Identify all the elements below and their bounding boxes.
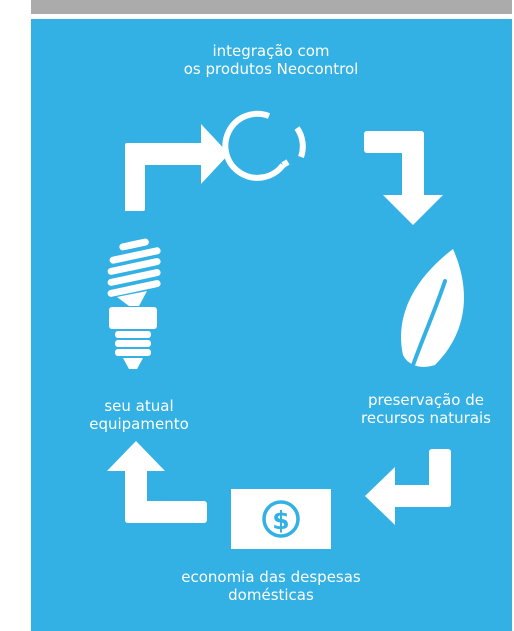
preservation-label-line1: preservação de xyxy=(367,391,484,409)
integration-label-line1: integração com xyxy=(212,42,330,60)
cycle-artwork: $ xyxy=(107,110,464,549)
economy-label: economia das despesas domésticas xyxy=(171,568,371,604)
equipment-label-line1: seu atual xyxy=(104,397,174,415)
equipment-label-line2: equipamento xyxy=(89,415,189,433)
top-bar xyxy=(31,0,512,14)
preservation-label-line2: recursos naturais xyxy=(361,409,491,427)
dollar-bill-icon: $ xyxy=(231,489,331,549)
equipment-label: seu atual equipamento xyxy=(79,397,199,433)
arrow-to-equipment xyxy=(107,441,207,523)
cycle-diagram-panel: integração com os produtos Neocontrol pr… xyxy=(31,19,512,631)
economy-label-line1: economia das despesas xyxy=(181,568,361,586)
dollar-sign: $ xyxy=(272,506,289,535)
arrow-to-preservation xyxy=(364,131,443,225)
refresh-ring-icon xyxy=(222,110,306,181)
arrow-to-integration xyxy=(125,124,229,211)
cfl-bulb-icon xyxy=(107,238,161,369)
preservation-label: preservação de recursos naturais xyxy=(346,391,506,427)
arrow-to-economy xyxy=(365,449,451,525)
leaf-icon xyxy=(401,249,464,370)
economy-label-line2: domésticas xyxy=(228,586,314,604)
integration-label: integração com os produtos Neocontrol xyxy=(181,42,361,78)
integration-label-line2: os produtos Neocontrol xyxy=(183,60,359,78)
